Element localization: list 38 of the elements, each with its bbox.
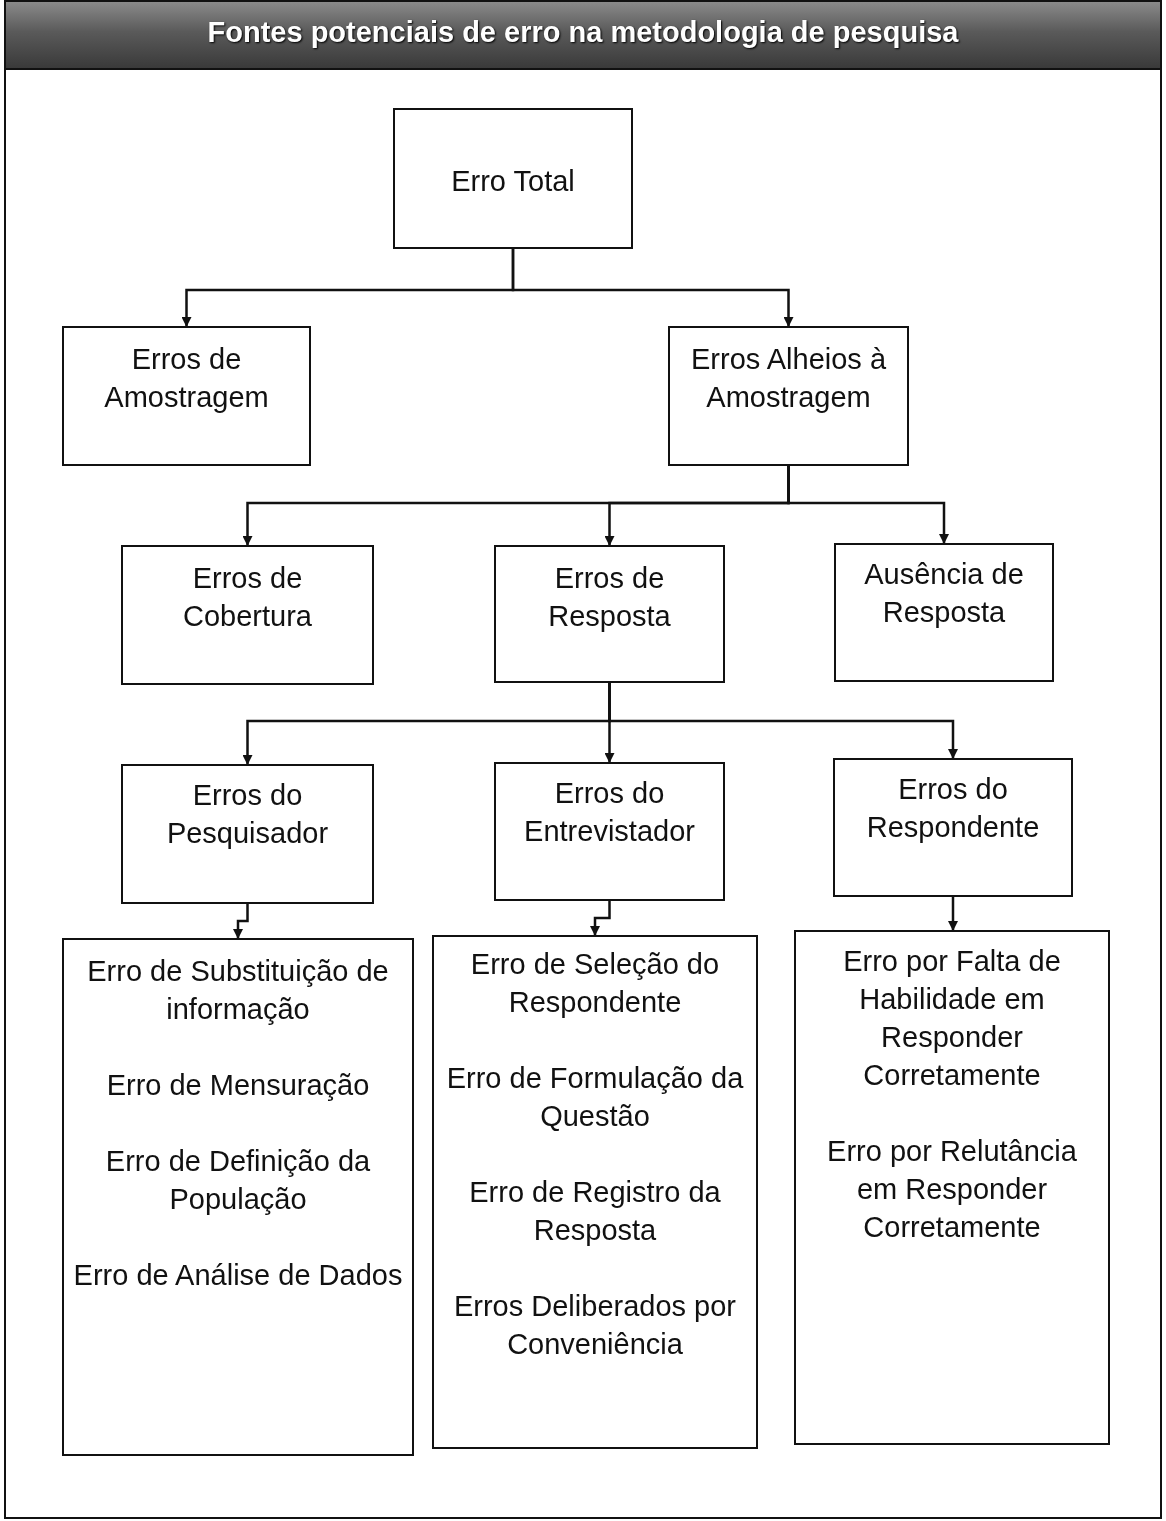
box-text: Erros Alheios à Amostragem bbox=[689, 342, 887, 415]
box-text: Erros de Amostragem bbox=[103, 342, 270, 415]
box-text: Erro de Definição da População bbox=[104, 1144, 372, 1217]
list-box bbox=[62, 938, 414, 1456]
arrow bbox=[590, 901, 611, 936]
box-text: Erro de Formulação da Questão bbox=[445, 1061, 745, 1134]
list-box bbox=[794, 930, 1110, 1445]
arrow bbox=[511, 249, 794, 327]
category-box bbox=[393, 108, 633, 249]
box-text: Erros de Cobertura bbox=[182, 561, 313, 634]
category-box bbox=[121, 764, 374, 904]
category-box bbox=[121, 545, 374, 685]
title: Fontes potenciais de erro na metodologia de pesquisa bbox=[207, 16, 959, 49]
category-box bbox=[834, 543, 1054, 682]
box-text: Erro de Substituição de informação bbox=[86, 954, 390, 1027]
arrow bbox=[948, 897, 958, 931]
arrow bbox=[787, 466, 949, 544]
list-box bbox=[432, 935, 758, 1449]
box-text: Erros do Pesquisador bbox=[165, 778, 330, 851]
box-text: Erros de Resposta bbox=[547, 561, 672, 634]
arrow bbox=[608, 683, 958, 759]
category-box bbox=[494, 762, 725, 901]
box-text: Ausência de Resposta bbox=[863, 557, 1025, 630]
box-text: Erro Total bbox=[450, 164, 576, 199]
box-text: Erro de Seleção do Respondente bbox=[469, 947, 721, 1020]
category-box bbox=[62, 326, 311, 466]
box-text: Erros do Respondente bbox=[865, 772, 1041, 845]
box-text: Erros do Entrevistador bbox=[523, 776, 696, 849]
box-text: Erro de Registro da Resposta bbox=[468, 1175, 722, 1248]
box-text: Erro de Mensuração bbox=[105, 1068, 371, 1103]
category-box bbox=[833, 758, 1073, 897]
box-text: Erros Deliberados por Conveniência bbox=[452, 1289, 738, 1362]
box-text: Erro de Análise de Dados bbox=[72, 1258, 404, 1293]
arrow bbox=[233, 904, 249, 939]
box-text: Erro por Falta de Habilidade em Responder Corretamente bbox=[842, 944, 1062, 1093]
box-text: Erro por Relutância em Responder Corretamente bbox=[826, 1134, 1078, 1245]
category-box bbox=[668, 326, 909, 466]
category-box bbox=[494, 545, 725, 683]
